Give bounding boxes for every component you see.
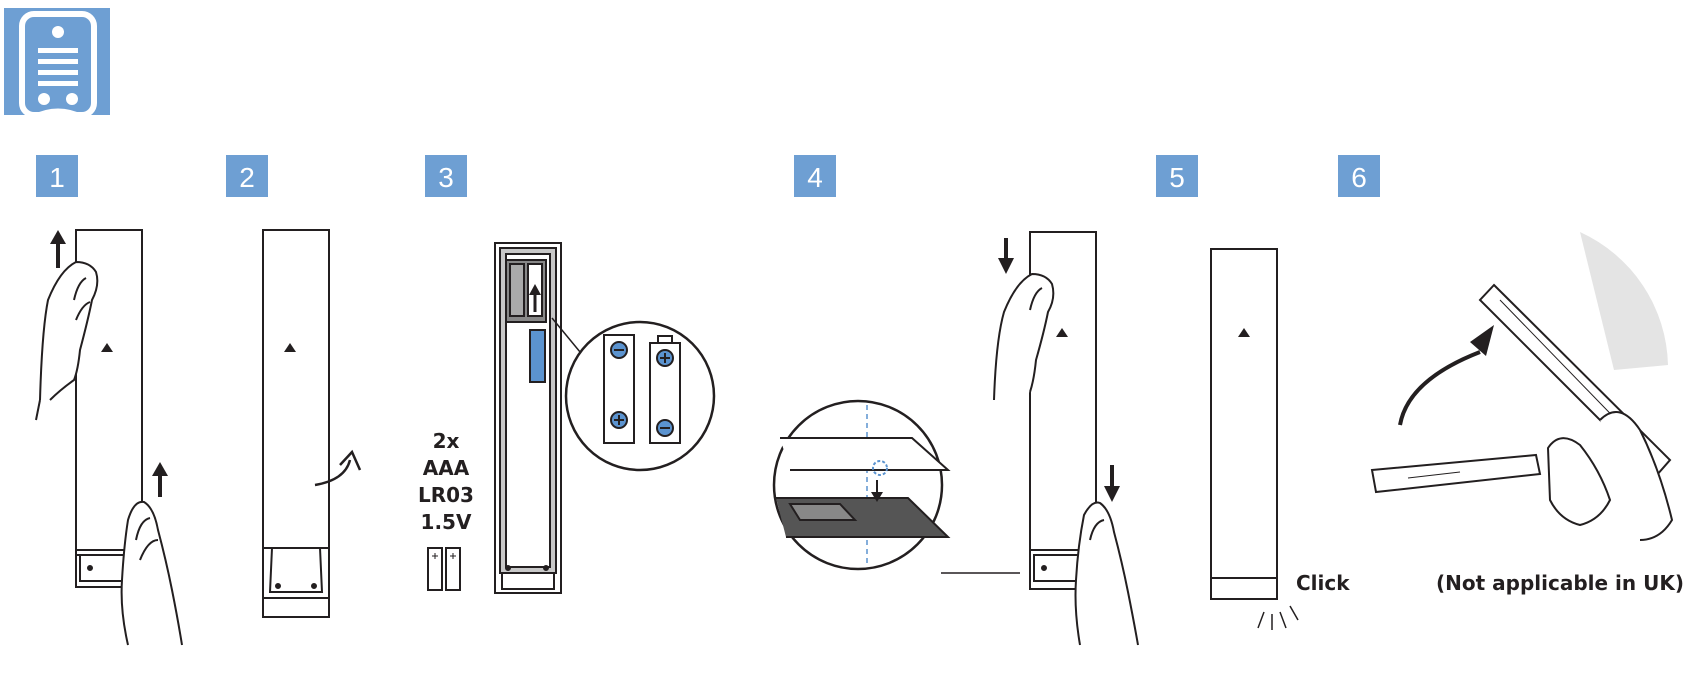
step-number-1: 1 (49, 162, 65, 193)
step-number-2: 2 (239, 162, 255, 193)
remote-control-icon (4, 8, 110, 118)
arrow-down-icon (998, 258, 1014, 274)
battery-icon (529, 329, 546, 383)
battery-spec-code: LR03 (418, 483, 474, 507)
battery-pair-icon (427, 547, 461, 591)
direction-triangle-icon (101, 343, 113, 352)
click-caption: Click (1296, 571, 1350, 595)
step-badge-1: 1 (36, 155, 78, 197)
direction-triangle-icon (1238, 328, 1250, 337)
step-number-4: 4 (807, 162, 823, 193)
battery-spec-voltage: 1.5V (421, 510, 472, 534)
arrow-up-icon (152, 462, 168, 476)
step-badge-2: 2 (226, 155, 268, 197)
step-badge-4: 4 (794, 155, 836, 197)
step-number-6: 6 (1351, 162, 1367, 193)
step-4-illustration (772, 231, 1139, 646)
step-3-illustration: 2x AAA LR03 1.5V (418, 242, 716, 594)
step-2-illustration (262, 229, 362, 618)
curved-arrow-icon (339, 449, 362, 471)
step-number-5: 5 (1169, 162, 1185, 193)
step-badge-3: 3 (425, 155, 467, 197)
curved-arrow-icon (1470, 325, 1494, 356)
step-badge-6: 6 (1338, 155, 1380, 197)
cover-alignment-zoom (772, 399, 944, 571)
step-5-illustration: Click (1210, 248, 1350, 630)
click-burst-icon (1257, 611, 1265, 629)
flip-motion-shading (1580, 232, 1668, 370)
battery-spec-type: AAA (423, 456, 470, 480)
battery-orientation-zoom (564, 320, 716, 472)
step-6-illustration: (Not applicable in UK) (1370, 232, 1684, 595)
step-1-illustration (35, 229, 183, 646)
arrow-up-icon (50, 230, 66, 244)
direction-triangle-icon (284, 343, 296, 352)
step-number-3: 3 (438, 162, 454, 193)
arrow-down-icon (1104, 486, 1120, 502)
direction-triangle-icon (1056, 328, 1068, 337)
step-badge-5: 5 (1156, 155, 1198, 197)
not-applicable-uk-caption: (Not applicable in UK) (1436, 571, 1684, 595)
battery-spec-count: 2x (433, 429, 460, 453)
